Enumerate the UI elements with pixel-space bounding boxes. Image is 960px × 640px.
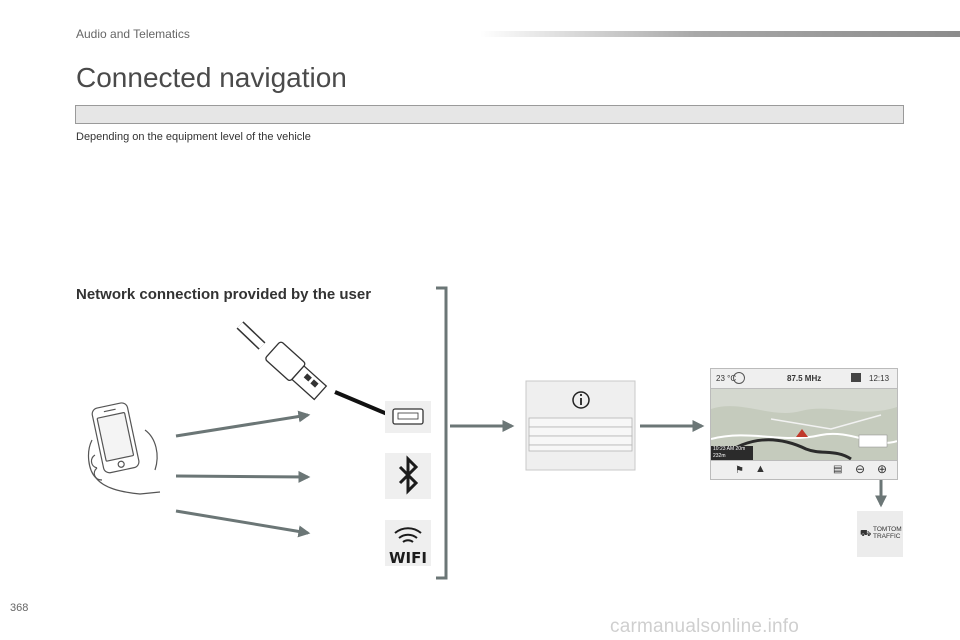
tomtom-label: TOMTOM TRAFFIC — [873, 526, 902, 540]
page-number: 368 — [10, 602, 29, 614]
section-label: Audio and Telematics — [76, 27, 190, 41]
nav-icon — [733, 372, 745, 384]
wifi-icon — [385, 520, 431, 566]
position-marker — [796, 429, 808, 437]
car-icon: ⛟ — [860, 528, 872, 538]
bluetooth-icon — [385, 453, 431, 499]
map-options-icon[interactable]: ▤ — [833, 464, 843, 475]
tomtom-label-line1: TOMTOM — [873, 526, 902, 533]
temperature-readout: 23 °C — [716, 374, 737, 383]
connection-bracket — [436, 286, 448, 580]
radio-frequency: 87.5 MHz — [787, 374, 822, 383]
watermark: carmanualsonline.info — [610, 616, 800, 637]
navigation-screen: 23 °C 87.5 MHz 12:13 10:23 AM 20m 232m ⚑… — [710, 368, 898, 480]
usb-cable-icon — [236, 321, 328, 401]
eta-time: 10:23 AM 20m — [713, 446, 746, 452]
info-icon — [572, 391, 590, 409]
wifi-arrow — [175, 509, 311, 538]
eta-distance: 232m — [713, 453, 726, 459]
equipment-note: Depending on the equipment level of the … — [76, 131, 311, 143]
usb-arrow — [175, 410, 311, 438]
screen-toolbar: ⚑ ▲ ▤ ⊖ ⊕ — [711, 460, 897, 479]
smartphone-in-hand-icon — [87, 402, 161, 495]
settings-panel-icon — [525, 380, 636, 471]
zoom-out-icon[interactable]: ⊖ — [855, 462, 866, 476]
usb-pointer-line — [334, 390, 393, 418]
wifi-label: WIFI — [389, 549, 427, 567]
section-heading: Network connection provided by the user — [76, 286, 372, 303]
clock: 12:13 — [869, 374, 890, 383]
tomtom-traffic-badge: ⛟ TOMTOM TRAFFIC — [857, 511, 903, 557]
phone-icon — [851, 373, 861, 382]
page-title: Connected navigation — [76, 62, 347, 93]
zoom-in-icon[interactable]: ⊕ — [877, 462, 888, 476]
tomtom-label-line2: TRAFFIC — [873, 533, 901, 540]
north-arrow-icon[interactable]: ▲ — [755, 463, 766, 475]
title-bar — [75, 105, 904, 124]
header-rule — [480, 31, 960, 37]
map-view — [711, 389, 897, 461]
screen-status-bar: 23 °C 87.5 MHz 12:13 — [711, 369, 897, 389]
usb-port-icon — [385, 401, 431, 433]
bluetooth-arrow — [175, 470, 311, 483]
eta-panel: 10:23 AM 20m 232m — [711, 446, 753, 460]
destination-flag-icon[interactable]: ⚑ — [735, 465, 744, 476]
